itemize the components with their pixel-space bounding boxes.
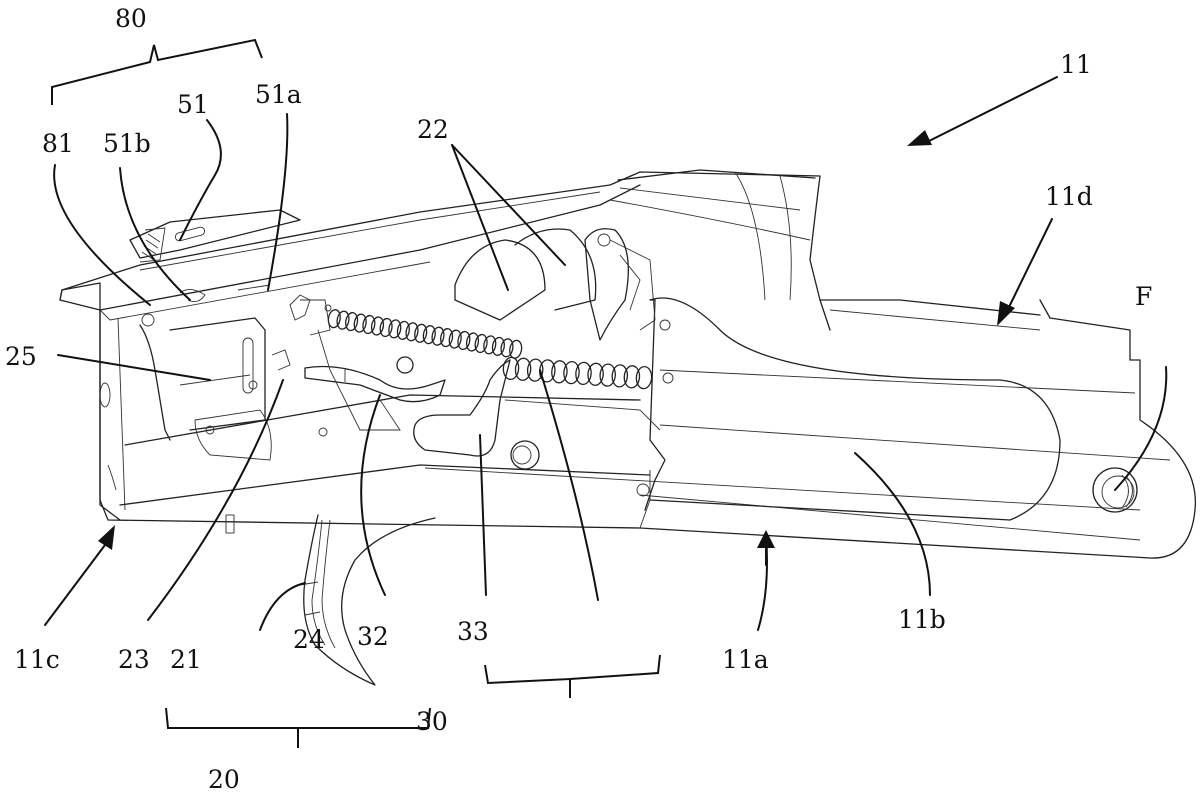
label-24: 24 xyxy=(293,625,325,654)
label-11: 11 xyxy=(1060,50,1092,79)
spring-33-coil xyxy=(599,363,616,387)
leader-33 xyxy=(539,369,599,601)
label-11a: 11a xyxy=(722,645,769,674)
leader-24 xyxy=(360,394,386,596)
spring-upper-coil xyxy=(465,332,480,352)
spring-33-coil xyxy=(611,364,629,388)
arrow-11c-shaft xyxy=(44,544,106,626)
spring-upper-coil xyxy=(370,316,385,336)
leader-51b xyxy=(119,167,191,301)
arrow-11a-head xyxy=(757,530,775,548)
leader-23 xyxy=(147,379,284,621)
label-32: 32 xyxy=(357,622,389,651)
arrow-11-head xyxy=(907,130,932,146)
springs xyxy=(327,309,653,390)
spring-upper-coil xyxy=(405,322,419,342)
arrow-11d-shaft xyxy=(1009,218,1053,306)
spring-upper-coil xyxy=(353,313,367,333)
arrow-11d-head xyxy=(997,301,1015,326)
spring-upper-coil xyxy=(440,328,454,348)
label-23: 23 xyxy=(118,645,150,674)
label-30: 30 xyxy=(416,707,448,736)
spring-33-coil xyxy=(635,365,653,390)
reference-labels: 80 81 51b 51 51a 22 11 11d F 25 11c 23 2… xyxy=(5,4,1152,794)
spring-33-coil xyxy=(502,356,520,381)
brace-20 xyxy=(165,707,431,748)
spring-33-coil xyxy=(587,362,604,386)
spring-upper-coil xyxy=(474,333,488,354)
label-11d: 11d xyxy=(1045,182,1093,211)
leader-11b xyxy=(854,452,931,596)
braces xyxy=(51,38,661,748)
internals-left xyxy=(139,294,446,461)
spring-upper-coil xyxy=(396,320,410,340)
spring-upper-coil xyxy=(345,312,359,332)
label-51b: 51b xyxy=(103,129,151,158)
label-25: 25 xyxy=(5,342,37,371)
spring-33-coil xyxy=(563,360,580,385)
spring-upper-coil xyxy=(422,325,436,345)
label-33: 33 xyxy=(457,617,489,646)
label-22: 22 xyxy=(417,115,449,144)
leader-51a xyxy=(267,113,289,291)
label-20: 20 xyxy=(208,765,240,794)
spring-upper-coil xyxy=(431,326,445,346)
leader-F xyxy=(1114,366,1168,491)
spring-33-coil xyxy=(575,361,592,386)
leader-51 xyxy=(179,119,222,241)
label-21: 21 xyxy=(170,645,202,674)
hammers xyxy=(454,228,656,341)
spring-upper-coil xyxy=(491,336,505,356)
spring-33-coil xyxy=(514,357,532,381)
label-51a: 51a xyxy=(255,80,302,109)
leader-lines xyxy=(44,76,1168,631)
spring-upper-coil xyxy=(327,309,341,329)
label-51: 51 xyxy=(177,90,209,119)
brace-80 xyxy=(51,38,263,105)
leader-25 xyxy=(57,354,211,381)
leader-22a xyxy=(451,144,509,291)
spring-upper-coil xyxy=(457,330,471,351)
lever-32 xyxy=(413,359,661,470)
label-81: 81 xyxy=(42,129,74,158)
leader-22b xyxy=(451,144,566,266)
spring-33-coil xyxy=(551,360,568,384)
spring-upper-coil xyxy=(500,338,514,358)
receiver-body xyxy=(59,169,1197,559)
arrow-11c-head xyxy=(98,525,115,550)
leader-81 xyxy=(53,164,151,306)
brace-30 xyxy=(484,654,661,698)
spring-33-coil xyxy=(526,358,544,382)
spring-upper-coil xyxy=(379,317,393,338)
spring-upper-coil xyxy=(388,319,402,339)
spring-33-coil xyxy=(623,365,641,389)
label-80: 80 xyxy=(115,4,147,33)
spring-upper-coil xyxy=(509,339,523,359)
spring-upper-coil xyxy=(448,329,462,349)
trigger-21 xyxy=(225,514,436,686)
spring-upper-coil xyxy=(336,310,350,330)
leader-32 xyxy=(479,434,487,596)
spring-upper-coil xyxy=(414,323,428,343)
label-11c: 11c xyxy=(14,645,60,674)
label-11b: 11b xyxy=(898,605,946,634)
spring-upper-coil xyxy=(362,314,376,335)
spring-upper-coil xyxy=(483,335,497,355)
leader-21 xyxy=(259,582,306,631)
label-F: F xyxy=(1135,282,1152,311)
top-lever-51 xyxy=(129,209,301,303)
arrow-11-shaft xyxy=(924,76,1058,144)
